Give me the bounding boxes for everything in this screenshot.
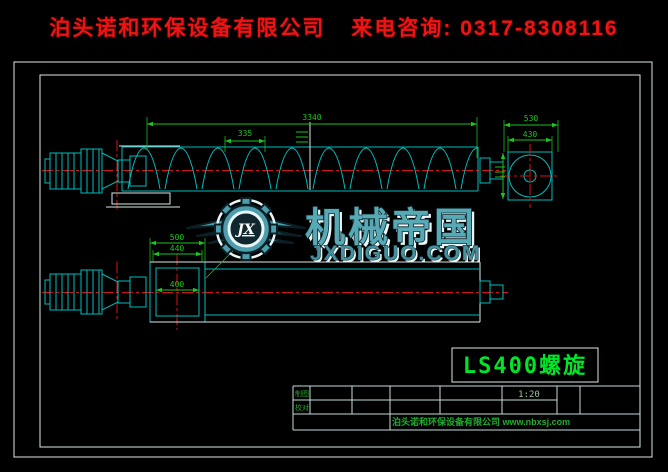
drawing-title: LS400螺旋 [463, 353, 587, 379]
dim-inlet-inner: 400 [170, 280, 185, 289]
site-text-shadow: JXDIGUO.COM [312, 244, 483, 267]
banner-contact-text: 来电咨询: 0317-8308116 [351, 17, 619, 40]
end-view-centerlines [500, 144, 560, 208]
dim-inlet-outer: 500 [170, 233, 185, 242]
screw-trough [121, 146, 479, 192]
weld-mark-top [296, 131, 308, 143]
dim-pitch: 335 [238, 129, 253, 138]
title-block-grid [292, 385, 640, 431]
dim-end-outer-width: 530 [524, 114, 539, 123]
brand-text: 机械帝国 [305, 206, 477, 250]
banner-company-text: 泊头诺和环保设备有限公司 [49, 17, 326, 40]
end-view: 530 430 [500, 114, 560, 208]
monogram-text: JX [234, 222, 256, 238]
plan-view-dimensions: 500 440 400 [149, 233, 251, 293]
title-block-row1-label: 制图 [295, 389, 309, 398]
site-text: JXDIGUO.COM [310, 242, 481, 265]
drawing-title-box [451, 347, 599, 383]
motor-plan-view [44, 269, 147, 315]
dim-end-inner-width: 430 [523, 130, 538, 139]
screw-spiral [127, 147, 478, 190]
inner-border [39, 74, 641, 448]
motor-base [106, 192, 180, 208]
watermark: JX 机械帝国 机械帝国 JXDIGUO.COM JXDIGUO.COM [186, 197, 483, 267]
scale-value: 1:20 [518, 390, 540, 400]
top-banner: 泊头诺和环保设备有限公司 来电咨询: 0317-8308116 [0, 12, 668, 42]
side-view: 3340 335 [42, 113, 506, 209]
motor-side-view [44, 148, 147, 194]
end-bearing-plan-view [479, 280, 504, 304]
title-block-footer: 泊头诺和环保设备有限公司 www.nbxsj.com [392, 416, 570, 427]
plan-trough-inner-lines [205, 268, 480, 316]
brand-text-shadow: 机械帝国 [308, 209, 480, 253]
plan-view: 500 440 400 [42, 233, 508, 330]
side-view-dimensions: 3340 335 [146, 113, 505, 178]
dim-inlet-mid: 440 [170, 244, 185, 253]
end-view-dimensions: 530 430 [500, 114, 559, 199]
title-block: LS400螺旋 制图 校对 1:20 泊头诺和环保设备有限公司 www.nbxs… [292, 347, 640, 431]
dim-overall-length: 3340 [302, 113, 321, 122]
outer-border [13, 61, 653, 458]
title-block-row2-label: 校对 [295, 403, 309, 412]
gear-logo: JX [214, 197, 278, 261]
